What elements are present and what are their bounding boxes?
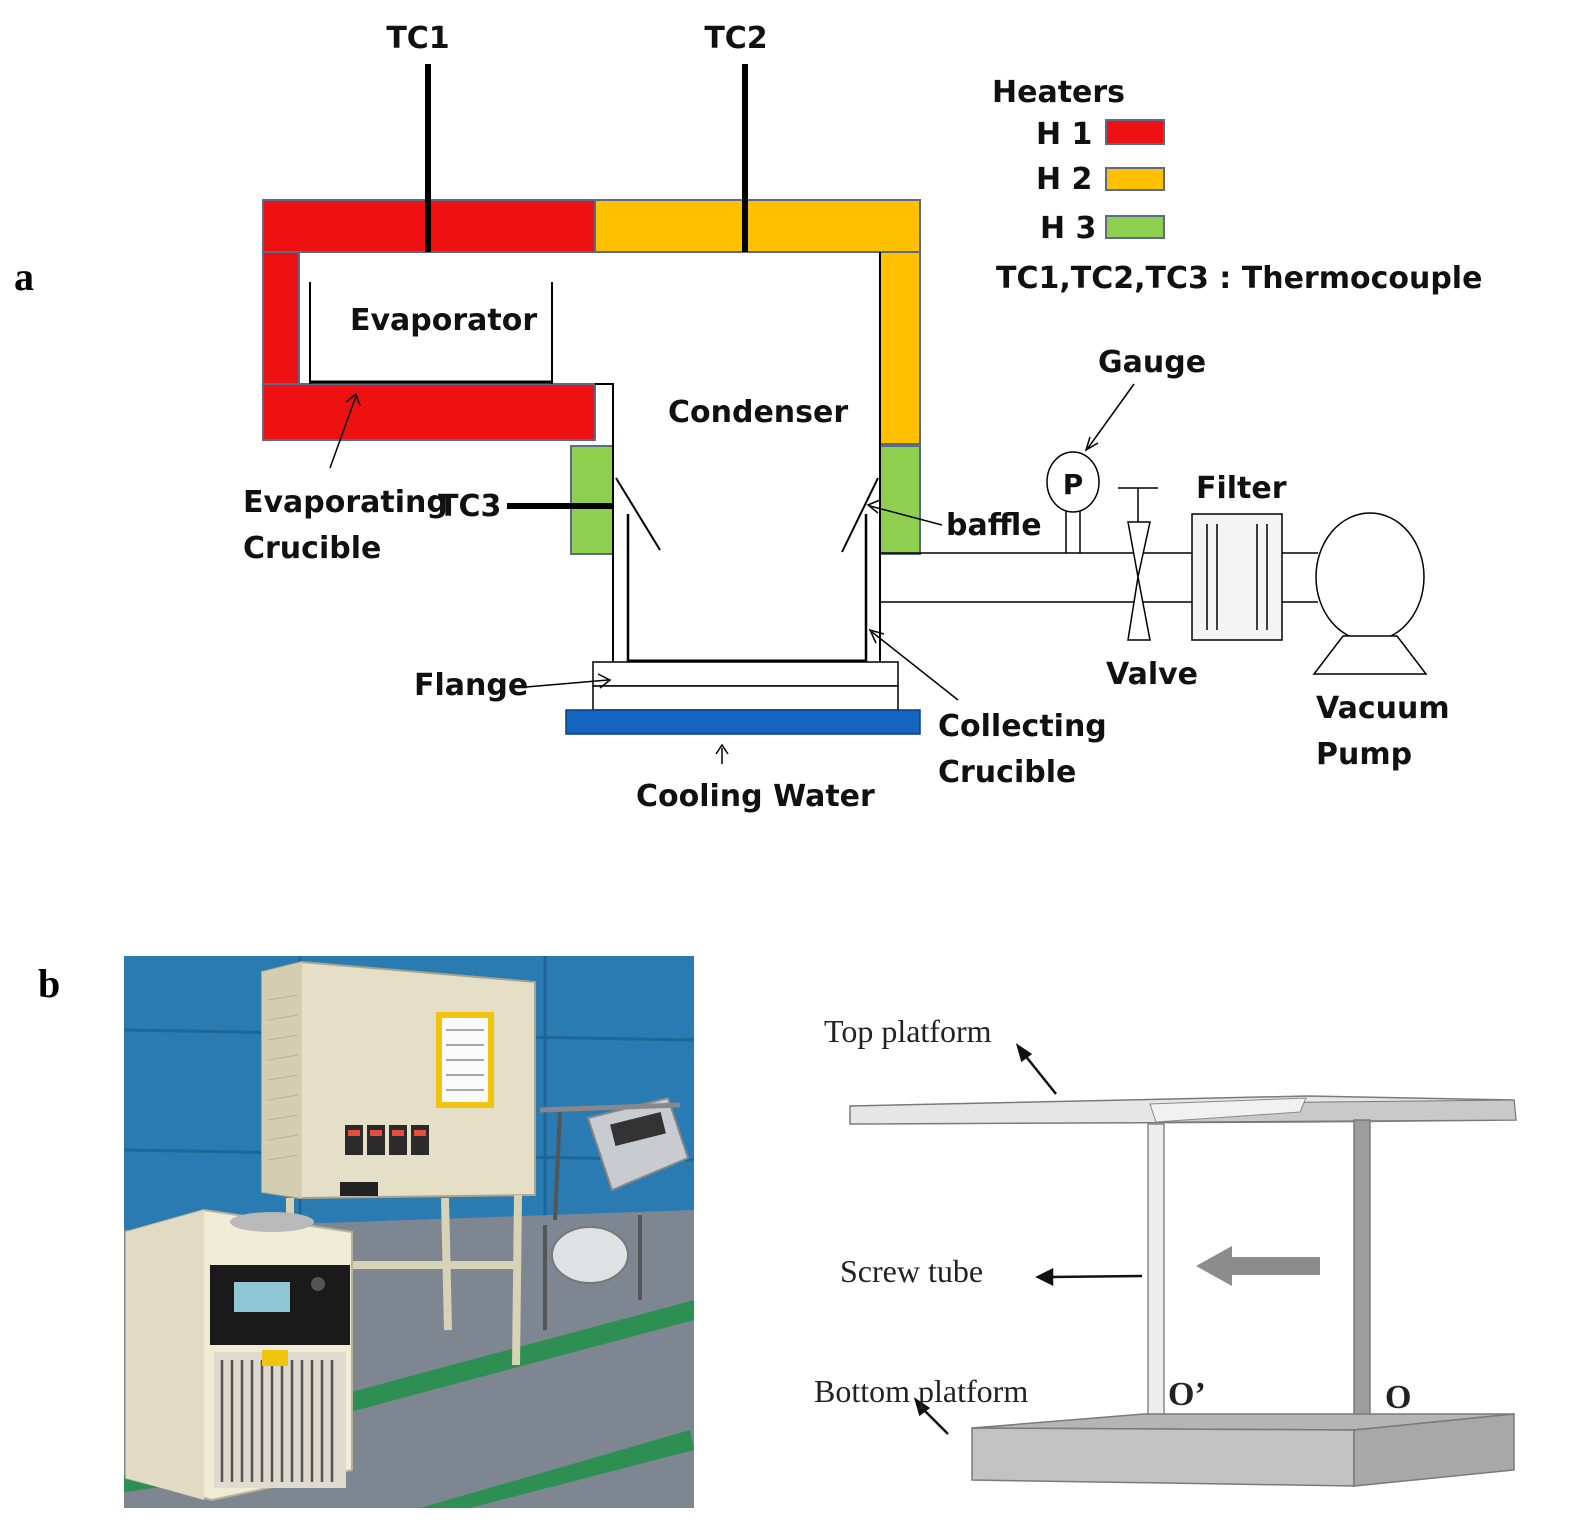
vacuum-pump-stand bbox=[1312, 635, 1428, 675]
platform-diagram: Top platform Screw tube Bottom platform … bbox=[814, 1013, 1517, 1487]
heater-h2-top bbox=[594, 199, 921, 253]
label-valve: Valve bbox=[1106, 657, 1198, 692]
flange-upper bbox=[592, 661, 899, 687]
label-collecting-crucible-2: Crucible bbox=[938, 755, 1076, 790]
schematic-diagram: P TC bbox=[243, 21, 1482, 814]
label-collecting-crucible-1: Collecting bbox=[938, 709, 1107, 744]
legend-label-h3: H 3 bbox=[1040, 211, 1096, 246]
legend-swatch-h3 bbox=[1105, 215, 1165, 239]
baffle-right bbox=[841, 477, 879, 553]
gauge-dial bbox=[1046, 451, 1100, 513]
label-baffle: baffle bbox=[946, 508, 1042, 543]
legend-note: TC1,TC2,TC3 : Thermocouple bbox=[996, 261, 1482, 296]
legend-label-h2: H 2 bbox=[1036, 162, 1092, 197]
label-evaporating-crucible-1: Evaporating bbox=[243, 485, 448, 520]
heater-h1-bottom bbox=[262, 383, 596, 441]
label-screw-tube: Screw tube bbox=[840, 1253, 983, 1289]
cooling-water-plate bbox=[565, 709, 921, 735]
baffle-left bbox=[615, 477, 661, 551]
gauge-symbol: P bbox=[1063, 468, 1084, 501]
label-vacuum-pump-1: Vacuum bbox=[1316, 691, 1450, 726]
heater-h2-right bbox=[879, 251, 921, 445]
valve-body bbox=[1127, 521, 1151, 641]
bottom-platform-side-face bbox=[1353, 1413, 1515, 1487]
filter-body bbox=[1191, 513, 1283, 641]
flange-lower bbox=[592, 685, 899, 711]
bottom-platform-front-face bbox=[971, 1427, 1355, 1487]
vacuum-pump-body bbox=[1315, 512, 1425, 642]
chamber-wall bbox=[595, 383, 614, 662]
filter-fins bbox=[1206, 524, 1268, 630]
screw-tube-o-prime bbox=[1147, 1123, 1165, 1423]
heater-h3-right bbox=[879, 445, 921, 555]
platform-leaders bbox=[913, 1043, 1143, 1435]
panel-label-b: b bbox=[38, 961, 60, 1006]
label-o: O bbox=[1385, 1379, 1411, 1416]
label-tc2: TC2 bbox=[704, 21, 767, 56]
legend-swatch-h2 bbox=[1105, 167, 1165, 191]
photo-furnace bbox=[261, 960, 536, 1200]
label-evaporator: Evaporator bbox=[350, 303, 537, 338]
label-flange: Flange bbox=[414, 668, 528, 703]
movement-arrow bbox=[1196, 1246, 1320, 1286]
label-evaporating-crucible-2: Crucible bbox=[243, 531, 381, 566]
equipment-photo bbox=[124, 956, 694, 1508]
heater-h1-left bbox=[262, 251, 300, 385]
heater-h3-left bbox=[570, 445, 614, 555]
legend-label-h1: H 1 bbox=[1036, 117, 1092, 152]
label-gauge: Gauge bbox=[1098, 345, 1206, 380]
label-bottom-platform: Bottom platform bbox=[814, 1373, 1028, 1409]
heater-legend: Heaters H 1 H 2 H 3 TC1,TC2,TC3 : Thermo… bbox=[992, 75, 1482, 296]
legend-swatch-h1 bbox=[1105, 119, 1165, 145]
label-o-prime: O’ bbox=[1168, 1376, 1206, 1413]
label-vacuum-pump-2: Pump bbox=[1316, 737, 1412, 772]
legend-title: Heaters bbox=[992, 75, 1125, 110]
screw-tube-o bbox=[1353, 1119, 1371, 1423]
leader-arrows bbox=[329, 383, 1135, 764]
label-cooling-water: Cooling Water bbox=[636, 779, 875, 814]
label-condenser: Condenser bbox=[668, 395, 848, 430]
label-tc3: TC3 bbox=[438, 489, 501, 524]
label-filter: Filter bbox=[1196, 471, 1287, 506]
label-top-platform: Top platform bbox=[824, 1013, 992, 1049]
label-tc1: TC1 bbox=[386, 21, 449, 56]
panel-label-a: a bbox=[14, 254, 34, 299]
